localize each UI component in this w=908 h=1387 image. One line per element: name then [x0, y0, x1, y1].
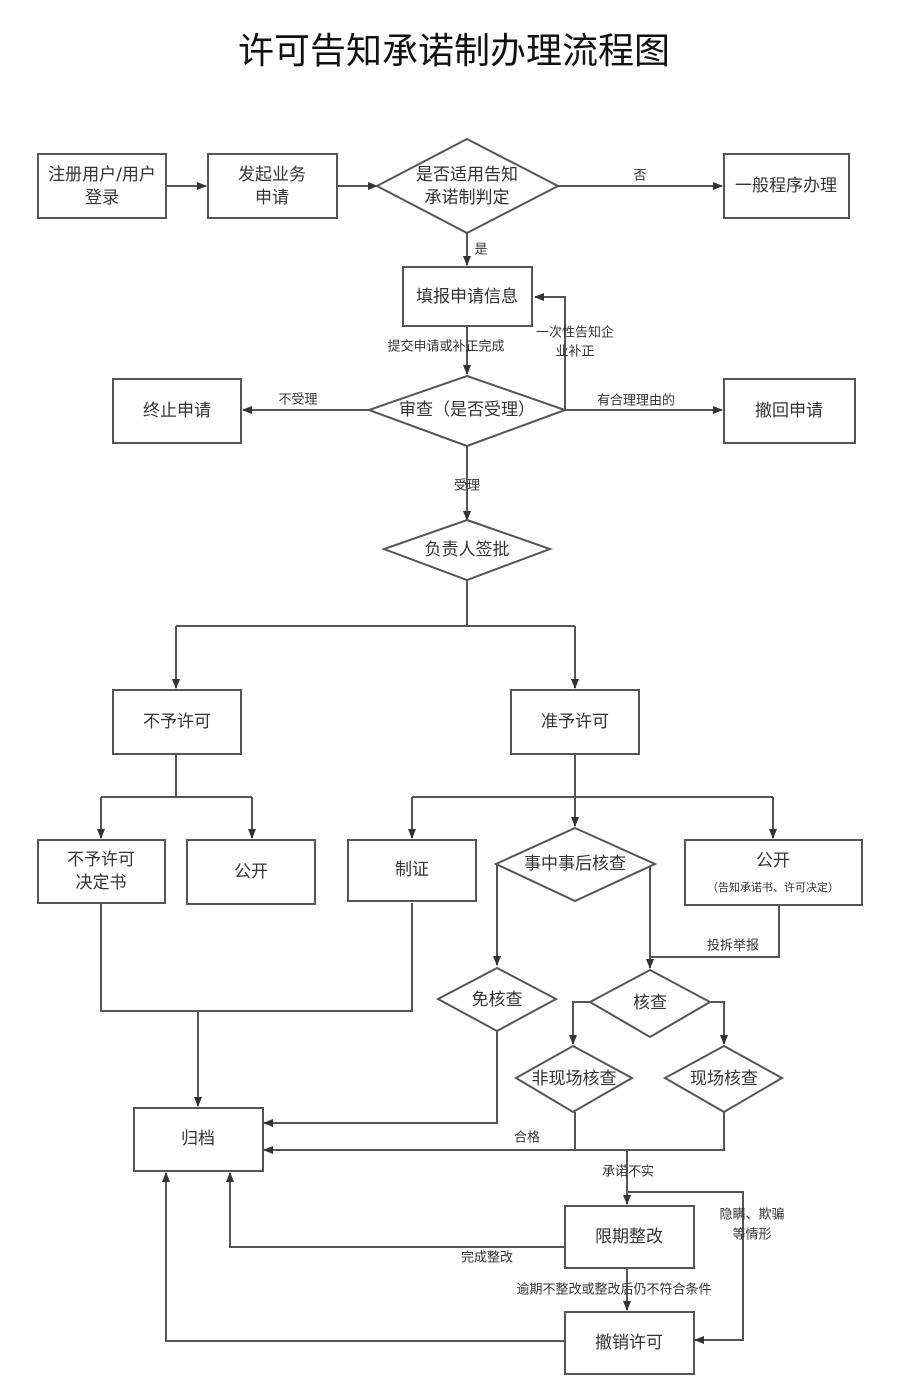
edge-qualified-to-archive	[264, 1112, 725, 1150]
node-deny-decision: 不予许可 决定书	[37, 839, 166, 904]
node-exempt-check-label: 免核查	[472, 990, 523, 1010]
node-rectify-label: 限期整改	[595, 1227, 663, 1247]
node-issue-cert-label: 制证	[395, 860, 429, 880]
node-grant-public-label: 公开	[756, 851, 790, 871]
node-check-label: 核查	[633, 993, 667, 1013]
edge-review-notice-back	[534, 293, 566, 410]
node-review-label: 审查（是否受理）	[399, 400, 535, 420]
node-revoke-label: 撤销许可	[595, 1333, 663, 1353]
node-grant-public-sub: （告知承诺书、许可决定）	[707, 880, 839, 894]
edge-check-to-onsite	[710, 1001, 728, 1045]
node-applicable-decision-line2: 承诺制判定	[425, 188, 510, 208]
edge-label-accepted: 受理	[454, 479, 480, 494]
edge-merge-to-archive	[100, 903, 413, 1106]
node-deny-decision-line2: 决定书	[76, 873, 127, 893]
edge-label-not-accepted: 不受理	[278, 393, 317, 408]
edge-check-to-offsite	[569, 1001, 590, 1045]
node-start-business-line1: 发起业务	[238, 165, 306, 185]
edge-label-notice-2: 业补正	[555, 345, 594, 360]
node-onsite-check-label: 现场核查	[690, 1069, 758, 1089]
node-deny-public-label: 公开	[234, 862, 268, 882]
node-post-check-label: 事中事后核查	[524, 854, 626, 874]
node-archive: 归档	[133, 1107, 264, 1172]
edge-rectified-to-archive	[226, 1172, 565, 1248]
edge-label-notice-1: 一次性告知企	[536, 325, 614, 341]
node-rectify: 限期整改	[564, 1205, 695, 1269]
node-withdraw-label: 撤回申请	[755, 401, 823, 421]
edge-label-rectified: 完成整改	[461, 1251, 513, 1266]
node-grant-public: 公开 （告知承诺书、许可决定）	[684, 839, 863, 906]
node-exempt-check: 免核查	[435, 966, 559, 1033]
node-offsite-check: 非现场核查	[514, 1044, 635, 1114]
node-terminate-label: 终止申请	[143, 401, 211, 421]
edge-label-submit: 提交申请或补正完成	[387, 339, 504, 355]
node-deny-decision-line1: 不予许可	[67, 850, 135, 870]
node-deny: 不予许可	[112, 689, 242, 755]
node-deny-public: 公开	[186, 839, 316, 905]
edge-label-concealment-1: 隐瞒、欺骗	[719, 1208, 784, 1223]
edge-label-false-promise: 承诺不实	[602, 1165, 654, 1180]
node-start-business-line2: 申请	[255, 188, 289, 208]
edge-label-complaint: 投拆举报	[707, 938, 759, 954]
edge-label-qualified: 合格	[514, 1130, 540, 1146]
node-revoke: 撤销许可	[564, 1311, 695, 1375]
diagram-title: 许可告知承诺制办理流程图	[237, 31, 670, 72]
node-issue-cert: 制证	[347, 839, 477, 902]
edge-label-no: 否	[633, 169, 646, 184]
node-applicable-decision-line1: 是否适用告知	[416, 165, 518, 185]
edge-label-yes: 是	[474, 243, 487, 258]
edge-exempt-to-archive	[263, 1031, 498, 1127]
node-withdraw: 撤回申请	[723, 378, 856, 444]
edge-concealment	[627, 1191, 744, 1344]
node-fill-application-label: 填报申请信息	[416, 287, 518, 307]
edge-approval-split	[176, 580, 575, 627]
edge-revoke-to-archive	[162, 1172, 565, 1342]
node-offsite-check-label: 非现场核查	[532, 1069, 617, 1089]
node-fill-application: 填报申请信息	[402, 266, 533, 327]
edge-deny-split	[101, 754, 252, 798]
node-start-business: 发起业务 申请	[207, 153, 338, 219]
node-register-line2: 登录	[85, 188, 119, 208]
node-general-procedure-label: 一般程序办理	[735, 176, 837, 196]
node-grant-label: 准予许可	[541, 712, 609, 732]
node-review: 审查（是否受理）	[366, 374, 568, 448]
node-archive-label: 归档	[181, 1129, 215, 1149]
node-check: 核查	[587, 968, 713, 1039]
edge-label-concealment-2: 等情形	[732, 1227, 771, 1243]
node-applicable-decision: 是否适用告知 承诺制判定	[374, 137, 561, 235]
node-register-line1: 注册用户/用户	[48, 165, 156, 185]
node-grant: 准予许可	[510, 689, 640, 755]
node-post-check: 事中事后核查	[493, 826, 658, 903]
edge-grant-split	[412, 754, 773, 798]
node-onsite-check: 现场核查	[662, 1044, 785, 1114]
edge-label-reasonable: 有合理理由的	[597, 393, 675, 409]
node-terminate: 终止申请	[112, 378, 242, 444]
node-general-procedure: 一般程序办理	[723, 153, 850, 219]
node-register: 注册用户/用户 登录	[37, 153, 167, 219]
edge-label-overdue: 逾期不整改或整改后仍不符合条件	[516, 1282, 711, 1298]
node-approval-label: 负责人签批	[425, 540, 510, 560]
node-deny-label: 不予许可	[143, 712, 211, 732]
edge-complaint-to-check	[650, 905, 780, 958]
node-approval: 负责人签批	[381, 518, 553, 582]
